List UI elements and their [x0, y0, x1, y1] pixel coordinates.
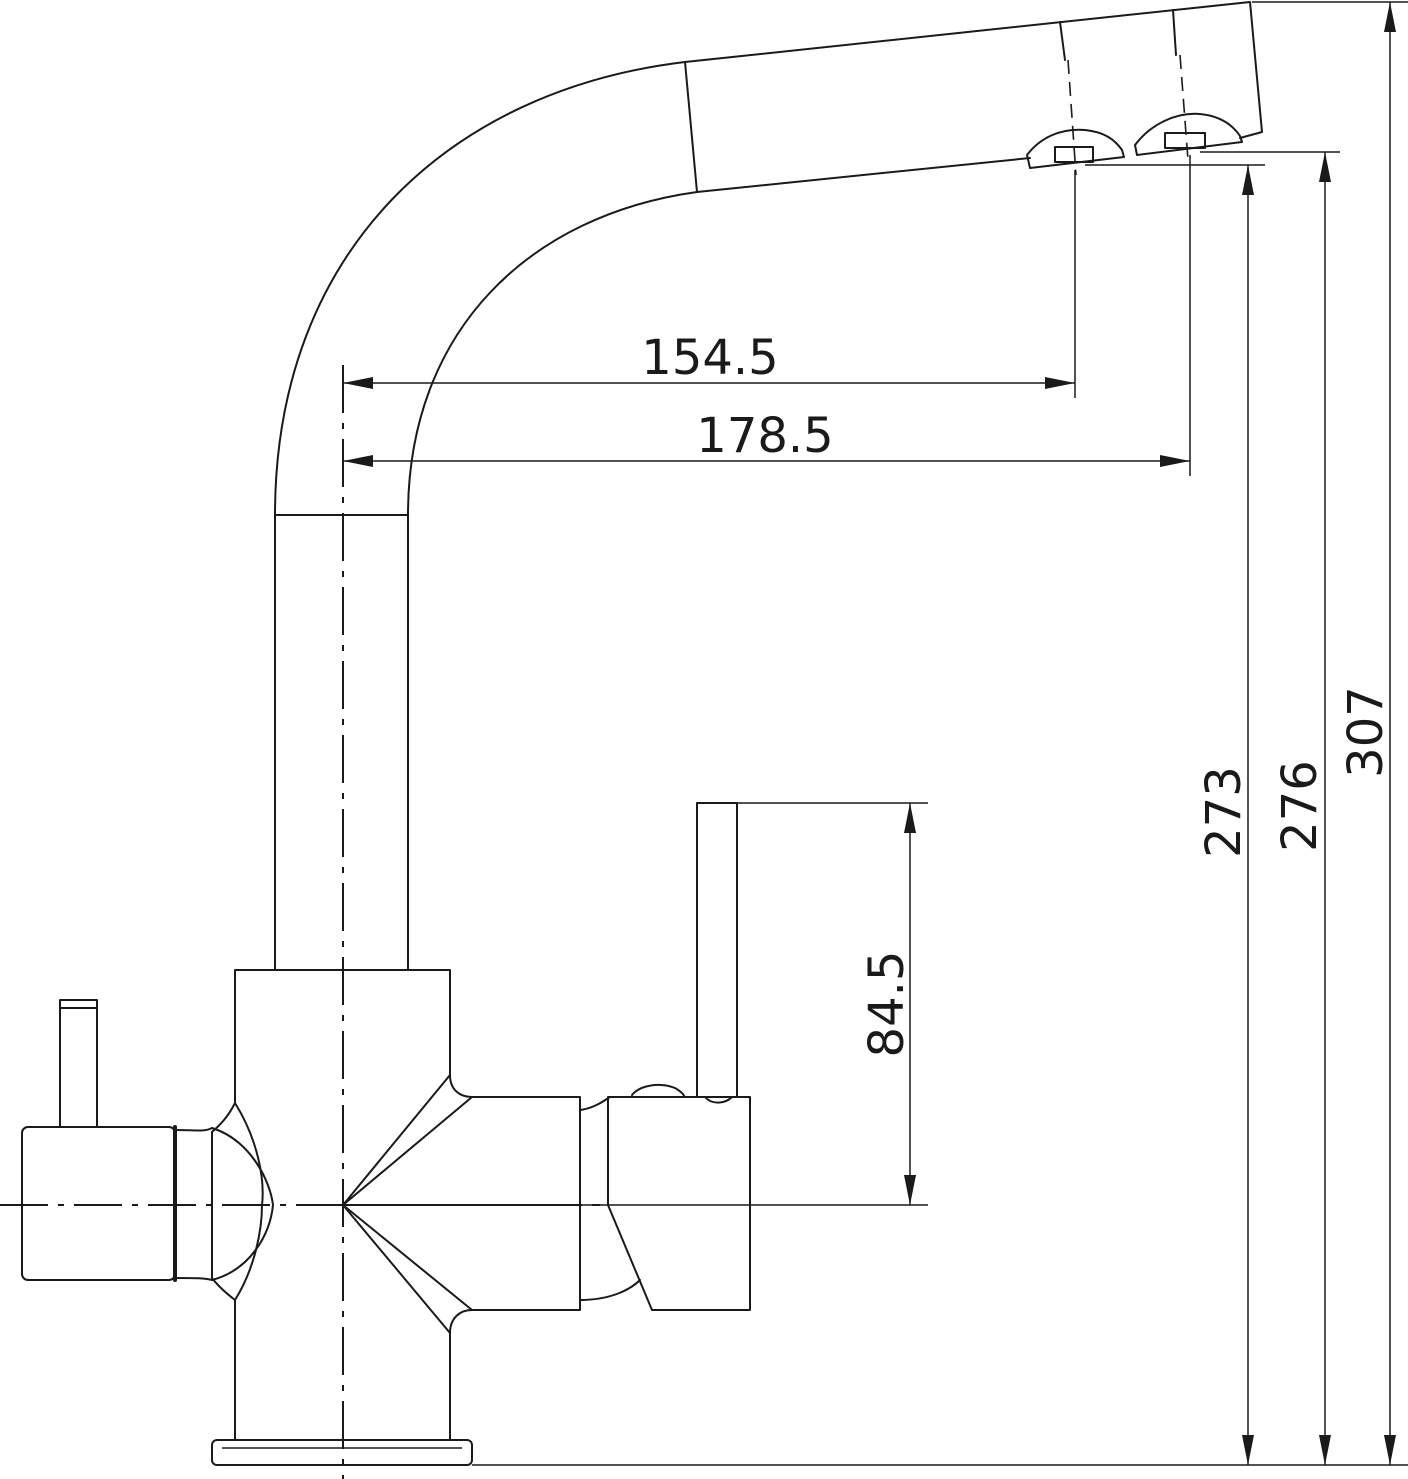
outlet-front	[1026, 59, 1125, 176]
outlet-rear	[1134, 54, 1243, 161]
dimension-label-276: 276	[1272, 760, 1328, 852]
dimension-label-307: 307	[1338, 686, 1394, 778]
dimension-178-5: 178.5	[343, 155, 1191, 476]
dimension-label-84-5: 84.5	[859, 951, 915, 1058]
dimension-84-5: 84.5	[580, 802, 928, 1206]
dimension-label-178-5: 178.5	[696, 408, 833, 464]
height-reference-lines	[472, 1, 1408, 1466]
dimension-273: 273	[1196, 165, 1254, 1465]
dimension-label-154-5: 154.5	[641, 330, 778, 386]
centre-axes	[0, 365, 600, 1479]
dimension-307: 307	[1338, 2, 1396, 1465]
dimension-276: 276	[1272, 152, 1331, 1465]
dimension-label-273: 273	[1196, 766, 1252, 858]
faucet-body	[211, 969, 581, 1441]
left-valve-handle	[21, 999, 213, 1282]
spout	[274, 1, 1263, 971]
dimension-154-5: 154.5	[343, 170, 1076, 398]
mixer-lever	[579, 802, 751, 1311]
